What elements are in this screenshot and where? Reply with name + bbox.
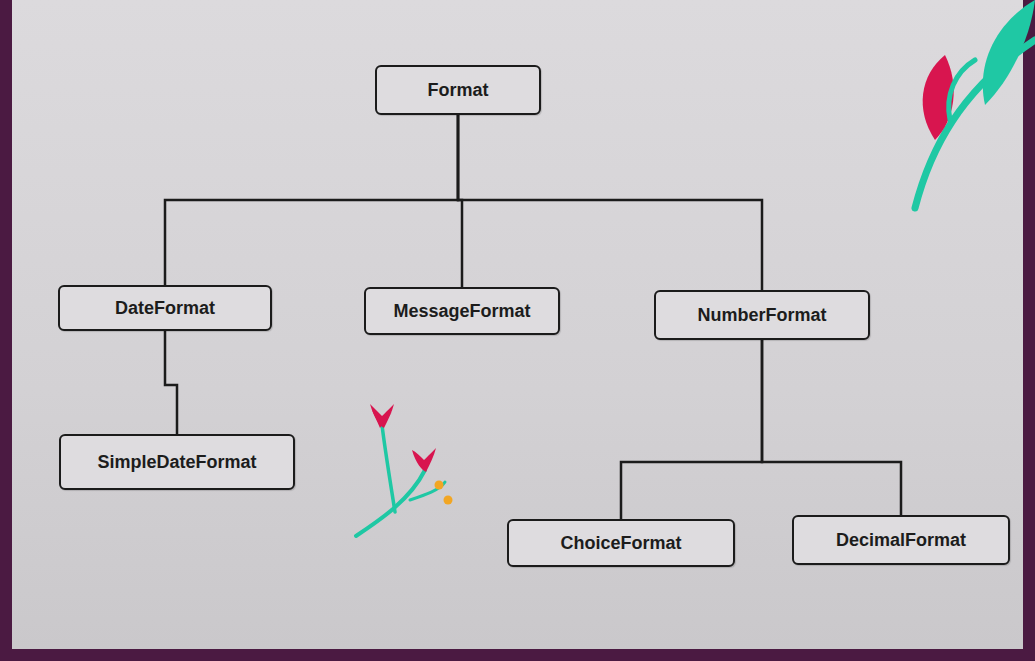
class-box: ChoiceFormat bbox=[507, 519, 735, 567]
class-box: NumberFormat bbox=[654, 290, 870, 340]
class-box: DateFormat bbox=[58, 285, 272, 331]
class-name: MessageFormat bbox=[393, 301, 530, 322]
inheritance-line bbox=[165, 331, 177, 434]
class-box: MessageFormat bbox=[364, 287, 560, 335]
inheritance-line bbox=[762, 340, 901, 515]
class-name: ChoiceFormat bbox=[560, 533, 681, 554]
class-box: Format bbox=[375, 65, 541, 115]
class-name: DateFormat bbox=[115, 298, 215, 319]
class-name: SimpleDateFormat bbox=[97, 452, 256, 473]
inheritance-line bbox=[165, 115, 458, 285]
flower-sprig bbox=[356, 404, 453, 536]
class-box: SimpleDateFormat bbox=[59, 434, 295, 490]
class-name: Format bbox=[427, 80, 488, 101]
inheritance-line bbox=[458, 115, 762, 290]
inheritance-line bbox=[621, 340, 762, 519]
class-box: DecimalFormat bbox=[792, 515, 1010, 565]
leaf-ornament bbox=[915, 0, 1035, 208]
class-name: DecimalFormat bbox=[836, 530, 966, 551]
class-name: NumberFormat bbox=[697, 305, 826, 326]
